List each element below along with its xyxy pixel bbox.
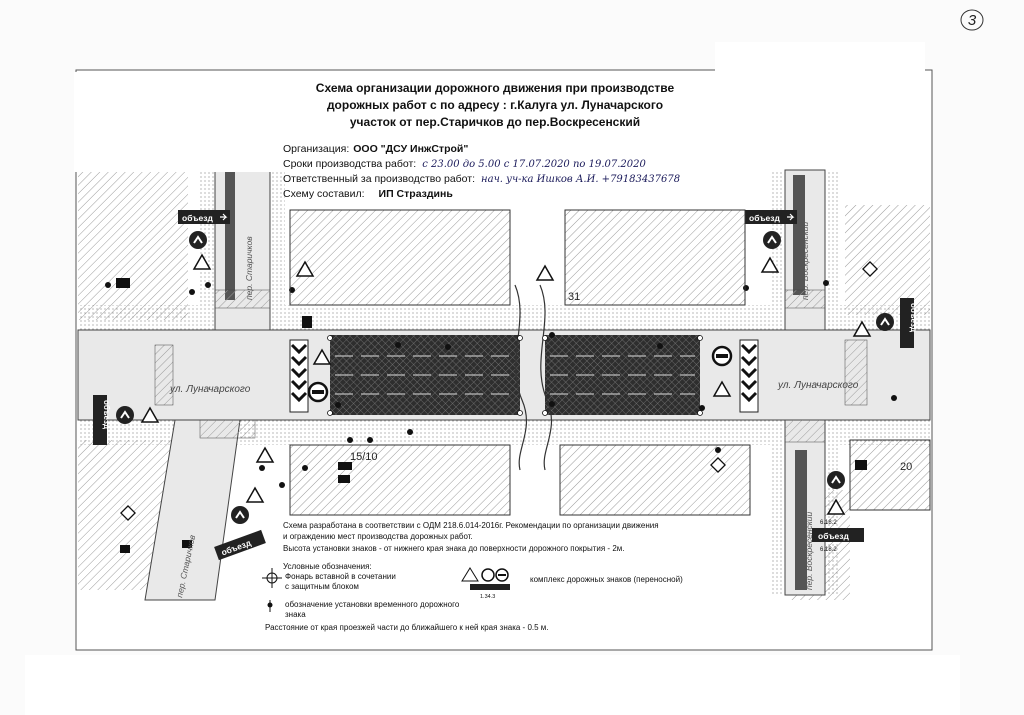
- org-row: Организация:ООО "ДСУ ИнжСтрой": [283, 143, 469, 155]
- street-label-main-left: ул. Луначарского: [169, 384, 251, 395]
- building-number-20: 20: [900, 461, 912, 473]
- building-number-15-10: 15/10: [350, 451, 378, 463]
- priority-diamond-signs: [120, 261, 878, 521]
- detour-sign-text-2: объезд: [749, 213, 780, 223]
- redacted-block-bottom: [25, 655, 960, 715]
- chevron-barrier-left: [289, 339, 309, 413]
- page-number-circle: [960, 9, 984, 31]
- page-number: 3: [958, 6, 986, 34]
- work-zone-right: [545, 335, 700, 415]
- legend-temp-sign: [267, 600, 273, 612]
- traffic-lights: [116, 278, 867, 553]
- detour-sign-text-1: объезд: [182, 213, 213, 223]
- no-entry-sign-right: [711, 345, 733, 367]
- detour-sign-text-5: объезд: [818, 531, 849, 541]
- hatched-blocks: [78, 170, 930, 600]
- note-line-2: и ограждению мест производства дорожных …: [283, 532, 473, 541]
- detour-sign-text-4: объезд: [909, 303, 918, 332]
- author-row: Схему составил:ИП Страздинь: [283, 188, 453, 200]
- legend-lamp-text: Фонарь вставной в сочетании: [285, 572, 396, 581]
- building-number-31: 31: [568, 291, 580, 303]
- note-line-3: Высота установки знаков - от нижнего кра…: [283, 544, 625, 553]
- no-entry-sign-left: [307, 381, 329, 403]
- scheme-title: Схема организации дорожного движения при…: [315, 81, 675, 129]
- building-outlines: [289, 209, 931, 516]
- break-line-right: [539, 284, 552, 471]
- legend-complex-signs: 1.34.3: [461, 567, 510, 600]
- legend-title: Условные обозначения:: [283, 562, 372, 571]
- legend-temp-text-2: знака: [285, 610, 306, 619]
- note-line-1: Схема разработана в соответствии с ОДМ 2…: [283, 521, 659, 530]
- legend-lamp-text-2: с защитным блоком: [285, 582, 359, 591]
- sign-code-1: 6.18.2: [820, 520, 837, 526]
- legend-lamp-symbol: [262, 568, 282, 588]
- responsible-row: Ответственный за производство работ:нач.…: [283, 173, 681, 185]
- detour-sign-text-3: объезд: [102, 400, 111, 429]
- legend-temp-text: обозначение установки временного дорожно…: [285, 600, 460, 609]
- street-label-main-right: ул. Луначарского: [777, 380, 859, 391]
- legend-complex-text: комплекс дорожных знаков (переносной): [530, 575, 683, 584]
- street-label-right-lane: пер. Воскресенский: [800, 221, 810, 300]
- legend-sign-code: 1.34.3: [480, 594, 495, 600]
- distance-note: Расстояние от края проезжей части до бли…: [265, 623, 549, 632]
- detour-signs: объезд объезд объезд объезд объезд: [93, 210, 918, 561]
- lamp-symbols: [327, 335, 703, 416]
- redacted-block-right: [715, 42, 925, 152]
- right-lower-marking: [795, 450, 807, 590]
- round-direction-signs: [116, 231, 894, 524]
- right-lane-marking: [793, 175, 805, 295]
- chevron-barrier-right: [739, 339, 759, 413]
- crosswalks: [154, 289, 868, 443]
- left-lane-marking: [225, 170, 235, 300]
- street-label-right-lower: пер. Воскресенский: [804, 511, 814, 590]
- redacted-block-left: [74, 72, 274, 172]
- break-line-left: [514, 284, 527, 471]
- warning-triangle-signs: [140, 253, 872, 515]
- sign-code-2: 6.18.2: [820, 547, 837, 553]
- dates-row: Сроки производства работ:с 23.00 до 5.00…: [283, 158, 646, 170]
- street-label-left-lane: пер. Старичков: [244, 236, 254, 300]
- work-zone-lane-lines: [335, 355, 695, 395]
